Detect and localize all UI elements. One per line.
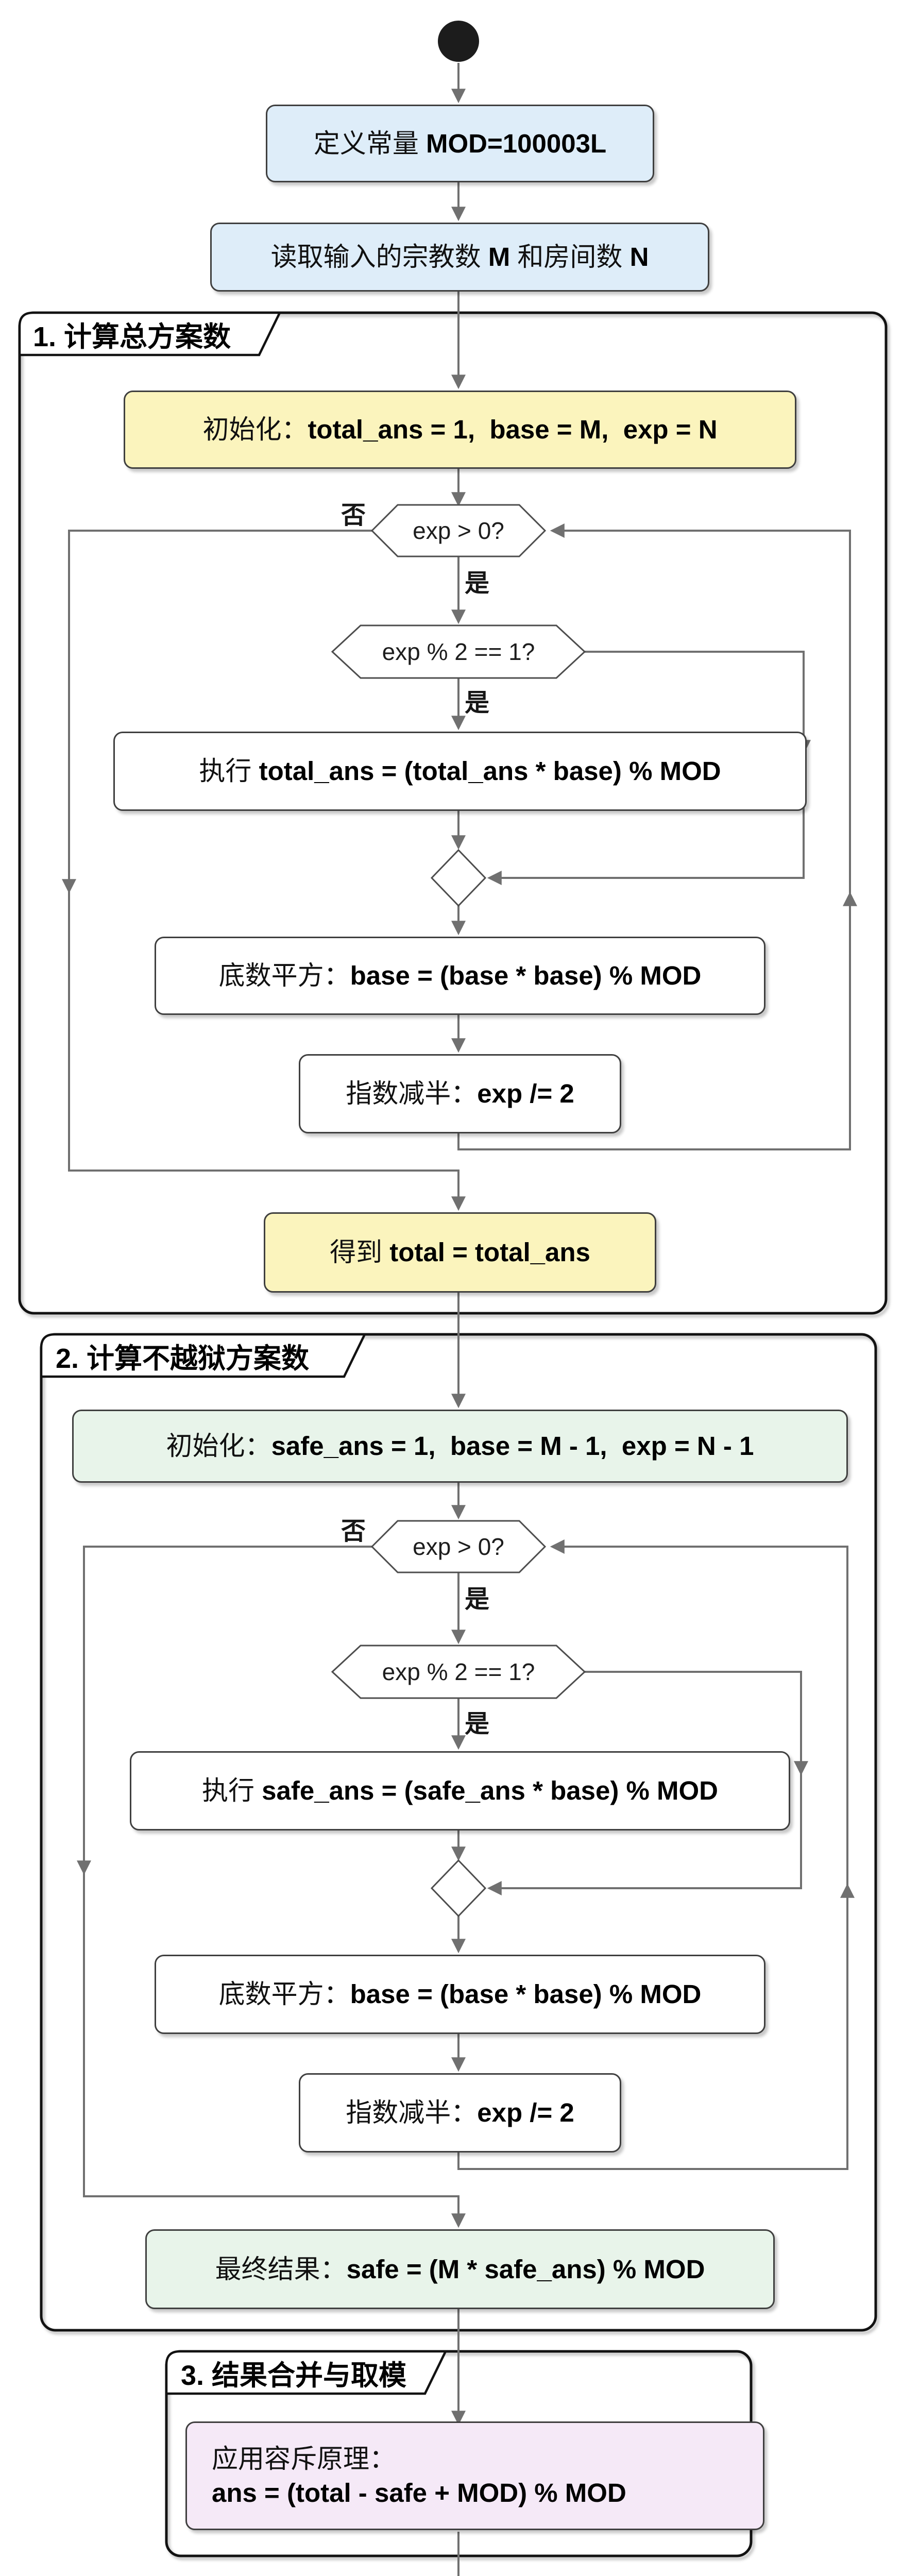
node-read-input: 读取输入的宗教数 M 和房间数 N: [210, 223, 709, 292]
partition-2-title: 2. 计算不越狱方案数: [56, 1343, 310, 1374]
start-node: [438, 21, 479, 62]
p3-formula-line: ans = (total - safe + MOD) % MOD: [212, 2478, 626, 2507]
node-p2-square: 底数平方：base = (base * base) % MOD: [155, 1955, 765, 2034]
branch-label-yes-2: 是: [465, 689, 490, 717]
branch-label-no-2: 否: [341, 1518, 366, 1545]
condition-shapes: [331, 504, 586, 1918]
condition-p2-odd-text: exp % 2 == 1?: [382, 1658, 535, 1685]
node-define-mod: 定义常量 MOD=100003L: [266, 105, 654, 182]
partition-1-frame: [18, 311, 888, 1315]
flow-edges: [62, 63, 857, 2576]
branch-label-yes-1: 是: [465, 570, 490, 597]
node-p2-result: 最终结果：safe = (M * safe_ans) % MOD: [145, 2229, 775, 2309]
condition-p1-odd-text: exp % 2 == 1?: [382, 638, 535, 665]
node-p1-init: 初始化：total_ans = 1, base = M, exp = N: [124, 391, 796, 469]
node-p1-result: 得到 total = total_ans: [264, 1212, 656, 1293]
node-p1-square: 底数平方：base = (base * base) % MOD: [155, 937, 765, 1015]
node-p2-init: 初始化：safe_ans = 1, base = M - 1, exp = N …: [72, 1410, 848, 1483]
node-p2-halve: 指数减半：exp /= 2: [299, 2073, 621, 2153]
branch-label-yes-3: 是: [465, 1586, 490, 1613]
condition-p2-while-text: exp > 0?: [413, 1533, 504, 1560]
partition-3-title: 3. 结果合并与取模: [181, 2360, 407, 2391]
node-p3-inclusion-exclusion: 应用容斥原理： ans = (total - safe + MOD) % MOD: [185, 2421, 764, 2530]
node-p1-halve: 指数减半：exp /= 2: [299, 1054, 621, 1133]
branch-label-no-1: 否: [341, 502, 366, 529]
node-p1-multiply: 执行 total_ans = (total_ans * base) % MOD: [113, 732, 807, 811]
condition-p1-while-text: exp > 0?: [413, 517, 504, 544]
node-p2-multiply: 执行 safe_ans = (safe_ans * base) % MOD: [130, 1751, 790, 1831]
p3-principle-line: 应用容斥原理：: [212, 2444, 396, 2473]
branch-label-yes-4: 是: [465, 1710, 490, 1738]
partition-1-title: 1. 计算总方案数: [33, 321, 231, 352]
